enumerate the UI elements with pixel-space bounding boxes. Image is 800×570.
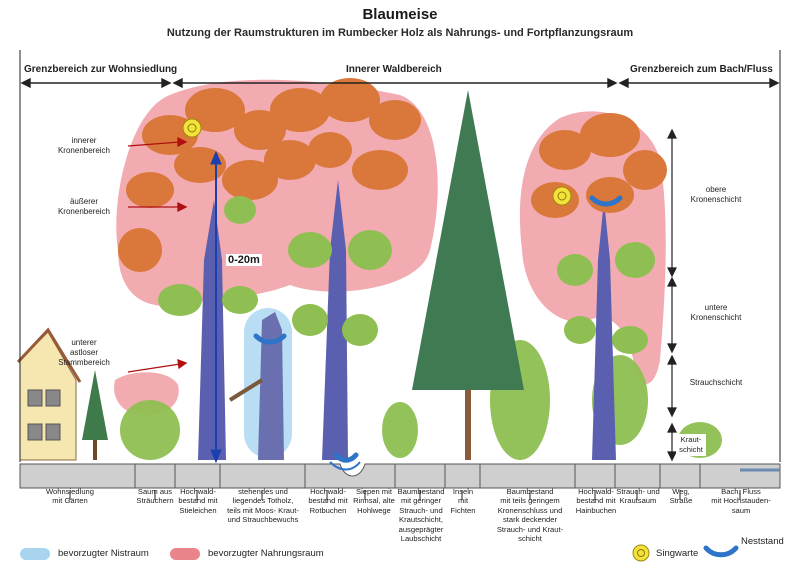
side-label-trunk: unterer astloser Stammbereich: [58, 338, 110, 367]
nest-site-markers: [253, 195, 623, 463]
legend-song-post: Singwarte: [656, 548, 699, 559]
nest-site-hornbeam: [589, 195, 623, 207]
beech-tree: [264, 78, 421, 460]
ground-strip: [19, 461, 781, 489]
layer-label-lower-crown: untere Kronenschicht: [676, 302, 756, 324]
song-post-markers: [182, 118, 572, 206]
zone-arrows: [19, 50, 781, 462]
height-label: 0-20m: [226, 254, 262, 266]
zone-label-center: Innerer Waldbereich: [346, 64, 442, 75]
side-arrows: [127, 136, 188, 373]
legend-feeding-space-swatch: [170, 548, 200, 560]
nest-site-siepen: [333, 452, 359, 463]
legend-nest-site-icon: [703, 545, 739, 558]
spruce-tree: [412, 90, 524, 460]
side-label-outer-crown: äußerer Kronenbereich: [57, 197, 111, 216]
legend-nest-space: bevorzugter Nistraum: [58, 548, 149, 559]
height-arrow: [210, 150, 222, 464]
side-label-inner-crown: innerer Kronenbereich: [57, 136, 111, 155]
oak-tree: [118, 88, 286, 460]
layer-label-shrub: Strauchschicht: [676, 377, 756, 389]
zone-label-left: Grenzbereich zur Wohnsiedlung: [24, 64, 178, 75]
legend-nest-space-swatch: [20, 548, 50, 560]
bottom-label-road: Weg,Straße: [669, 487, 693, 506]
layer-label-upper-crown: obere Kronenschicht: [676, 184, 756, 206]
house: [16, 327, 82, 461]
page-title: Blaumeise: [362, 6, 438, 23]
deadwood-snag: [228, 312, 284, 460]
small-conifer: [82, 370, 108, 460]
song-post-hornbeam: [552, 186, 572, 206]
layer-label-herb: Kraut- schicht: [676, 434, 706, 456]
layer-arrows: [667, 128, 677, 462]
page-subtitle: Nutzung der Raumstrukturen im Rumbecker …: [166, 27, 634, 39]
song-post-oak: [182, 118, 202, 138]
zone-label-right: Grenzbereich zum Bach/Fluss: [630, 64, 773, 75]
legend-song-post-icon: [632, 544, 650, 562]
legend-graphics: [20, 544, 739, 562]
nest-site-deadwood: [253, 333, 287, 345]
hornbeam-tree: [531, 113, 667, 460]
legend-feeding-space: bevorzugter Nahrungsraum: [208, 548, 324, 559]
legend-nest-site: Neststand: [741, 536, 784, 547]
bottom-arrows: [69, 490, 741, 500]
